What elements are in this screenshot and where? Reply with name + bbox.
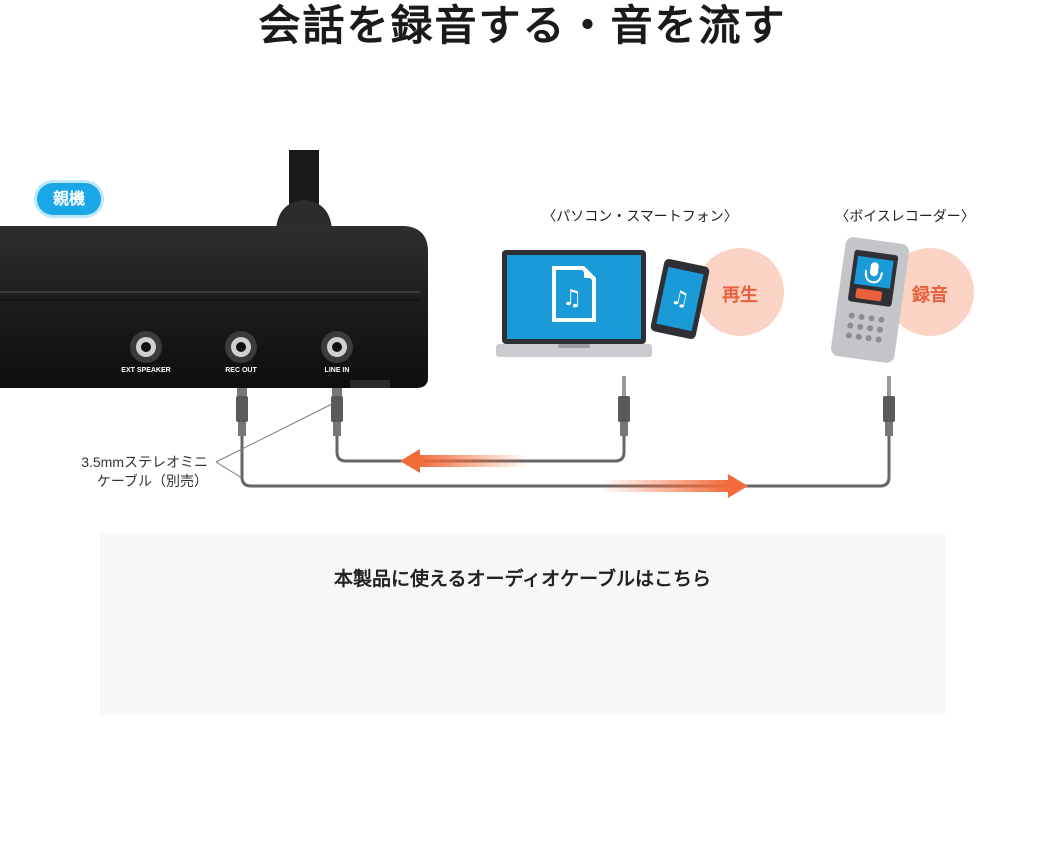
cable-info-panel: 本製品に使えるオーディオケーブルはこちら — [100, 534, 945, 714]
connection-diagram: ♫ ♫ — [0, 150, 974, 498]
svg-text:♫: ♫ — [669, 284, 692, 311]
arrow-to-recorder — [600, 474, 748, 498]
play-label: 再生 — [722, 285, 758, 306]
plug-recorder — [883, 376, 895, 436]
callout-lines — [215, 403, 333, 479]
record-label: 録音 — [912, 285, 948, 306]
unit-badge: 親機 — [37, 183, 101, 215]
cable-note-line2: ケーブル（別売） — [96, 473, 208, 489]
play-badge-circle — [696, 248, 784, 336]
voice-recorder-icon — [830, 237, 910, 363]
port-ext-speaker-jack — [130, 331, 162, 363]
page-title: 会話を録音する・音を流す — [258, 1, 787, 50]
port-label-line-in: LINE IN — [324, 367, 350, 374]
cable-note: 3.5mmステレオミニ ケーブル（別売） — [40, 453, 208, 491]
pc-smartphone-label: 〈パソコン・スマートフォン〉 — [542, 209, 738, 225]
cable-lines — [240, 433, 891, 488]
port-label-rec-out: REC OUT — [225, 367, 257, 374]
cable-note-line1: 3.5mmステレオミニ — [81, 454, 208, 470]
plug-pc — [618, 376, 630, 436]
port-rec-out-jack — [225, 331, 257, 363]
microphone-icon — [864, 262, 883, 284]
port-label-ext-speaker: EXT SPEAKER — [121, 367, 171, 374]
arrow-to-unit — [400, 449, 528, 473]
plug-rec-out — [236, 388, 248, 436]
voice-recorder-label: 〈ボイスレコーダー〉 — [835, 209, 975, 225]
cable-section-heading: 本製品に使えるオーディオケーブルはこちら — [334, 568, 711, 590]
smartphone-icon: ♫ — [650, 258, 710, 340]
svg-text:♫: ♫ — [562, 286, 582, 311]
plug-line-in — [331, 388, 343, 436]
record-badge-circle — [886, 248, 974, 336]
cable-rec-out-to-recorder — [240, 433, 891, 488]
laptop-icon: ♫ — [496, 250, 652, 357]
unit-foot — [350, 380, 390, 388]
microphone-stem — [276, 150, 332, 230]
main-unit-body — [0, 226, 428, 388]
port-line-in-jack — [321, 331, 353, 363]
